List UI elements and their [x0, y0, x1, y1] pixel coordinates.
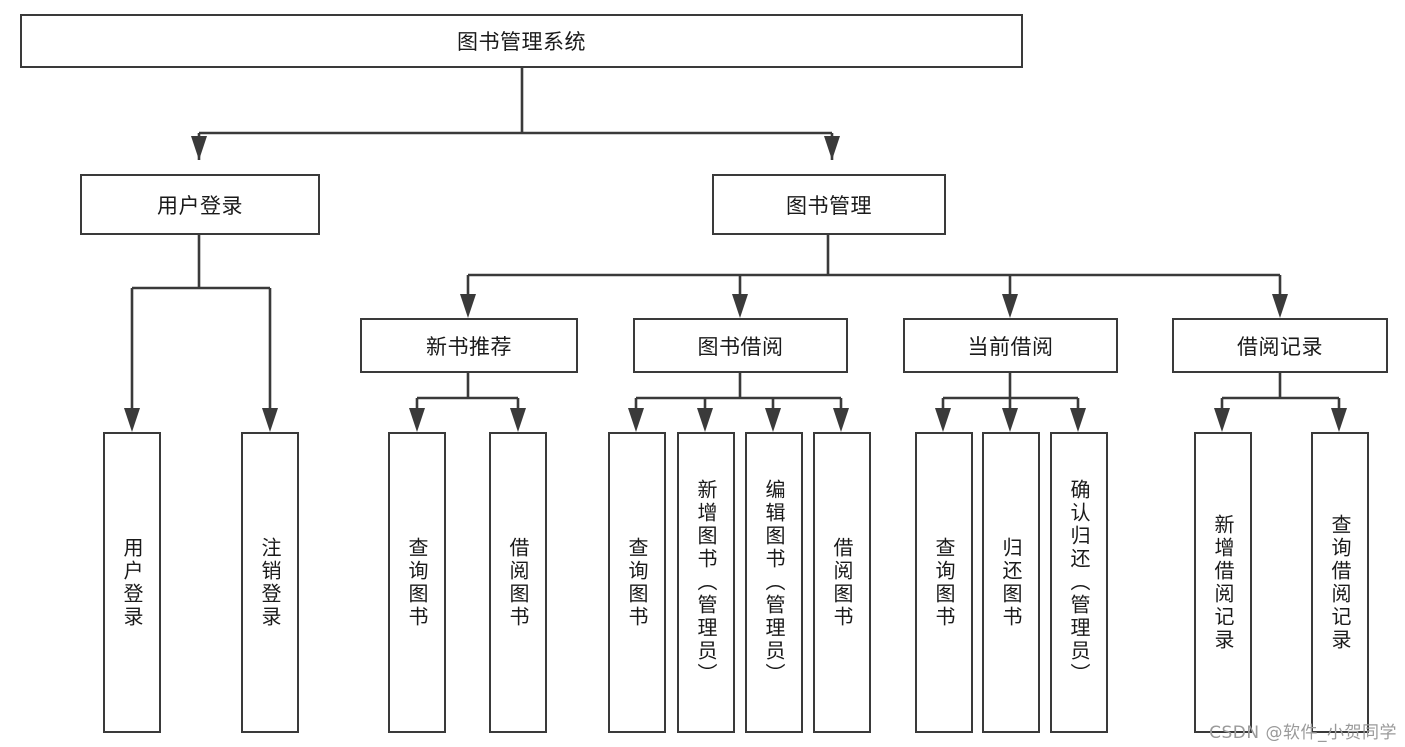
node-current-borrow[interactable]: 当前借阅 — [903, 318, 1118, 373]
node-current-borrow-label: 当前借阅 — [967, 334, 1054, 359]
leaf-label: 查询图书 — [932, 536, 956, 629]
arrowhead-icon — [460, 294, 476, 318]
node-user-login-label: 用户登录 — [157, 193, 243, 218]
leaf-current-borrow-confirm-return[interactable]: 确认归还（管理员） — [1050, 432, 1108, 733]
leaf-borrow-record-query[interactable]: 查询借阅记录 — [1311, 432, 1369, 733]
arrowhead-icon — [409, 408, 425, 432]
leaf-user-login-logout[interactable]: 注销登录 — [241, 432, 299, 733]
arrowhead-icon — [628, 408, 644, 432]
arrowhead-icon — [732, 294, 748, 318]
leaf-label: 查询借阅记录 — [1328, 513, 1352, 652]
arrowhead-icon — [191, 136, 207, 160]
leaf-book-borrow-add[interactable]: 新增图书（管理员） — [677, 432, 735, 733]
arrowhead-icon — [824, 136, 840, 160]
leaf-book-borrow-edit[interactable]: 编辑图书（管理员） — [745, 432, 803, 733]
arrowhead-icon — [1331, 408, 1347, 432]
node-root-label: 图书管理系统 — [457, 30, 586, 54]
node-borrow-record-label: 借阅记录 — [1237, 334, 1323, 359]
arrowhead-icon — [1070, 408, 1086, 432]
leaf-new-book-query[interactable]: 查询图书 — [388, 432, 446, 733]
node-user-login[interactable]: 用户登录 — [80, 174, 320, 235]
node-new-book-recommend-label: 新书推荐 — [426, 334, 512, 359]
leaf-book-borrow-query[interactable]: 查询图书 — [608, 432, 666, 733]
leaf-current-borrow-query[interactable]: 查询图书 — [915, 432, 973, 733]
arrowhead-icon — [1214, 408, 1230, 432]
arrowhead-icon — [510, 408, 526, 432]
leaf-label: 查询图书 — [405, 536, 429, 629]
leaf-label: 注销登录 — [258, 536, 282, 629]
leaf-label: 新增图书（管理员） — [694, 479, 718, 686]
arrowhead-icon — [1002, 294, 1018, 318]
leaf-label: 借阅图书 — [830, 536, 854, 629]
arrowhead-icon — [765, 408, 781, 432]
leaf-label: 新增借阅记录 — [1211, 513, 1235, 652]
arrowhead-icon — [697, 408, 713, 432]
leaf-label: 查询图书 — [625, 536, 649, 629]
leaf-current-borrow-return[interactable]: 归还图书 — [982, 432, 1040, 733]
watermark: CSDN @软件_小贺同学 — [1209, 723, 1397, 743]
node-borrow-record[interactable]: 借阅记录 — [1172, 318, 1388, 373]
arrowhead-icon — [1002, 408, 1018, 432]
leaf-new-book-borrow[interactable]: 借阅图书 — [489, 432, 547, 733]
node-book-management-label: 图书管理 — [786, 193, 872, 218]
leaf-label: 用户登录 — [120, 536, 144, 629]
arrowhead-icon — [833, 408, 849, 432]
node-book-borrow-label: 图书借阅 — [697, 334, 784, 359]
arrowhead-icon — [262, 408, 278, 432]
node-book-borrow[interactable]: 图书借阅 — [633, 318, 848, 373]
leaf-label: 确认归还（管理员） — [1067, 479, 1091, 686]
node-book-management[interactable]: 图书管理 — [712, 174, 946, 235]
arrowhead-icon — [1272, 294, 1288, 318]
leaf-book-borrow-borrow[interactable]: 借阅图书 — [813, 432, 871, 733]
leaf-borrow-record-add[interactable]: 新增借阅记录 — [1194, 432, 1252, 733]
leaf-label: 归还图书 — [999, 536, 1023, 629]
arrowhead-icon — [935, 408, 951, 432]
arrowhead-icon — [124, 408, 140, 432]
node-root[interactable]: 图书管理系统 — [20, 14, 1023, 68]
node-new-book-recommend[interactable]: 新书推荐 — [360, 318, 578, 373]
leaf-user-login-login[interactable]: 用户登录 — [103, 432, 161, 733]
leaf-label: 编辑图书（管理员） — [762, 479, 786, 686]
leaf-label: 借阅图书 — [506, 536, 530, 629]
